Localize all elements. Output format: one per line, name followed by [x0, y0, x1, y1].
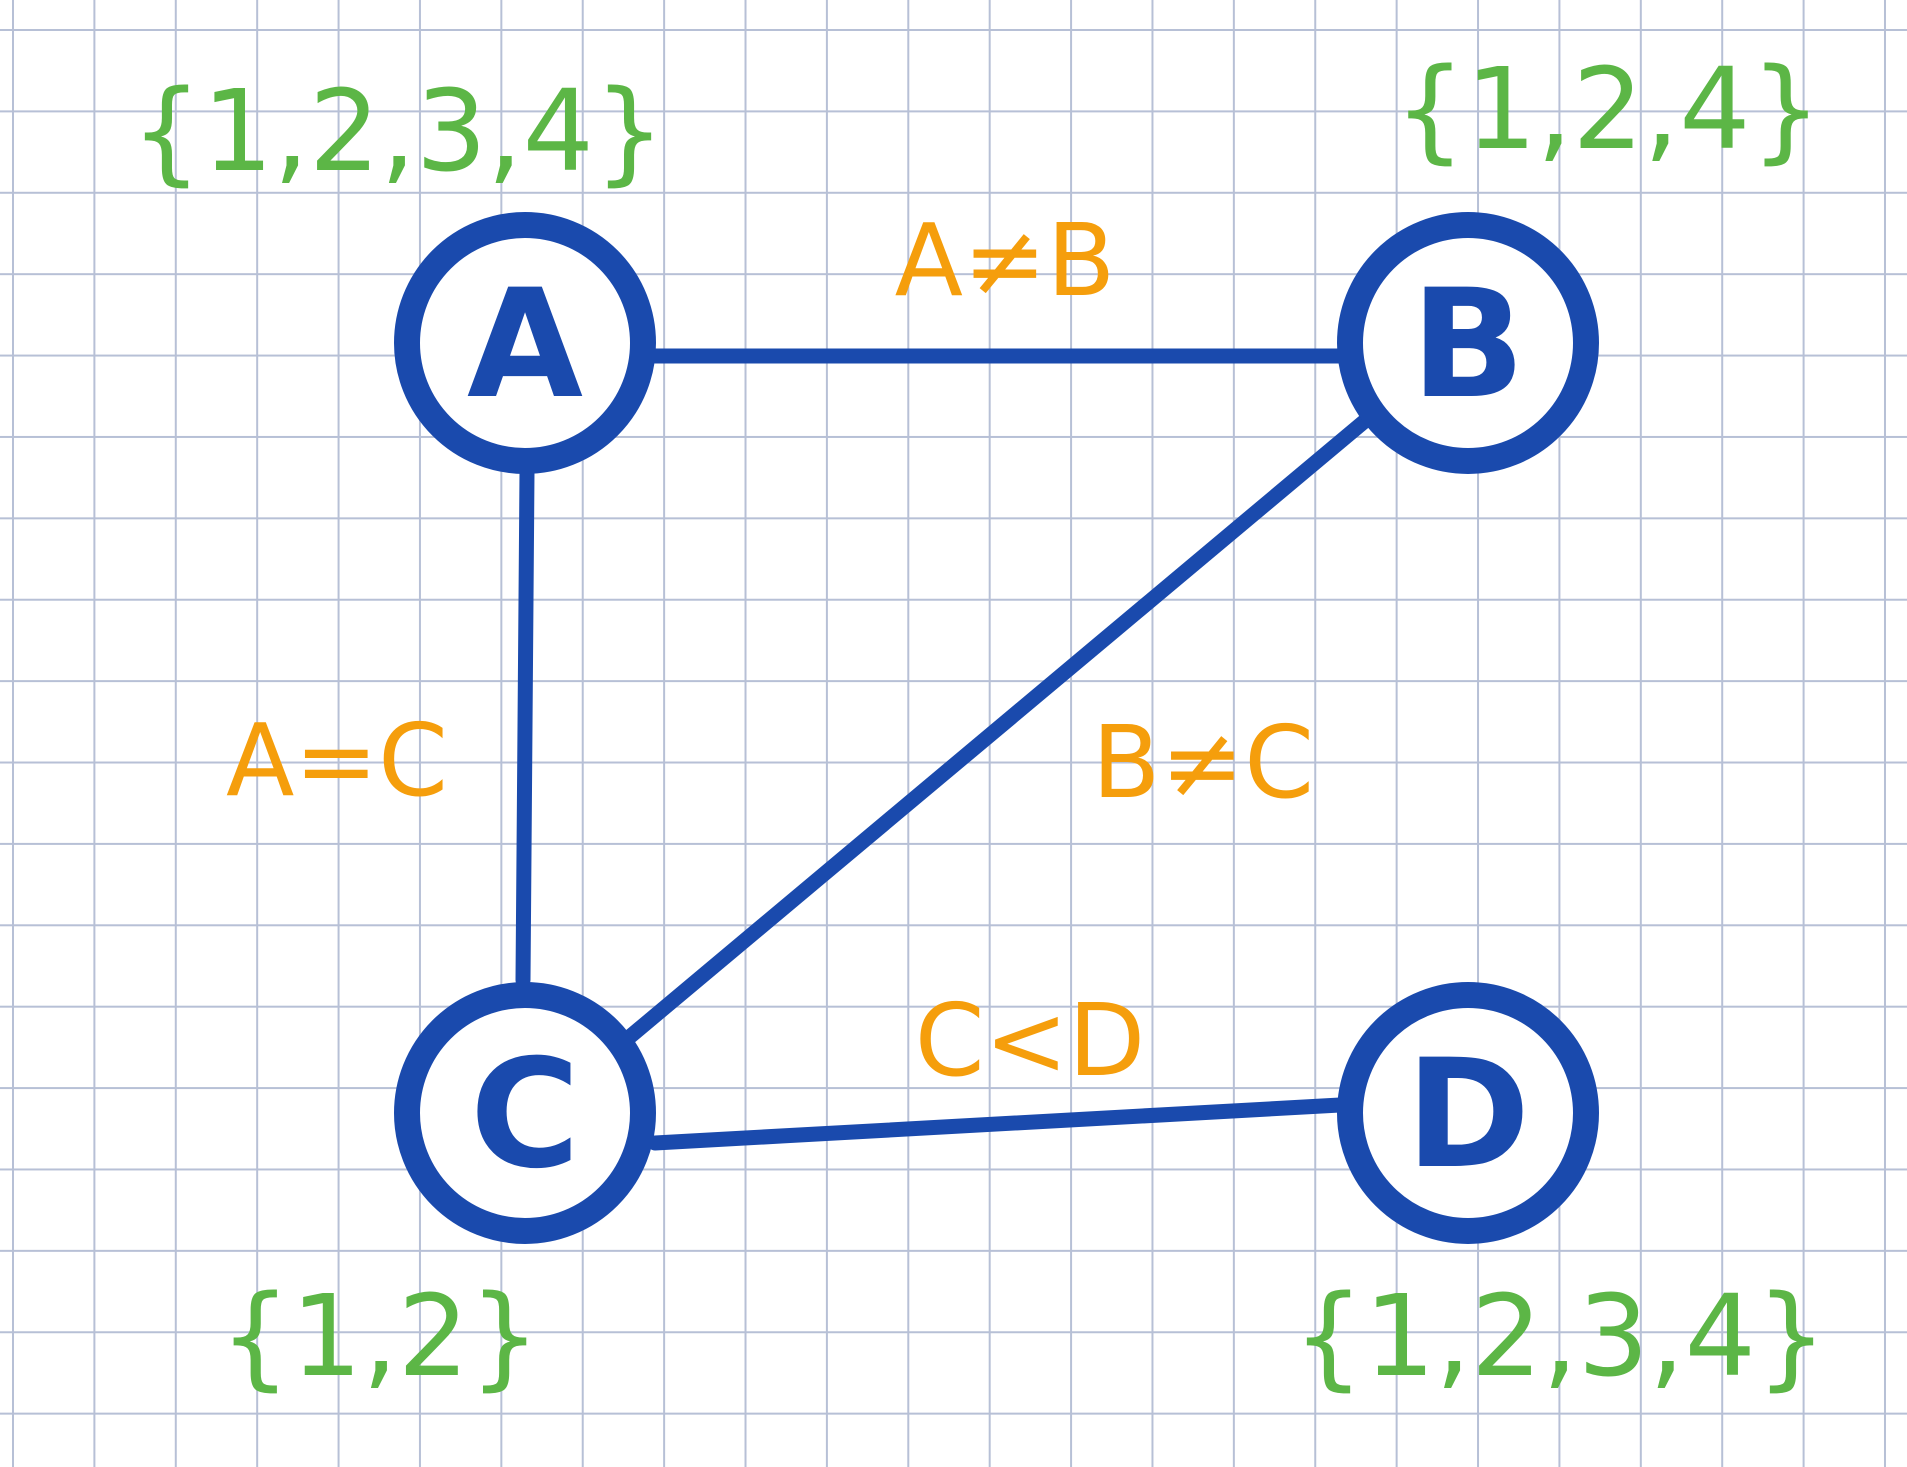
node-b-label: B — [1411, 258, 1525, 432]
constraint-label-a-c: A=C — [226, 702, 448, 819]
node-a: A — [394, 212, 656, 474]
node-c-label: C — [470, 1028, 580, 1202]
edges — [515, 348, 1380, 1151]
node-b: B — [1337, 212, 1599, 474]
domain-label-a: {1,2,3,4} — [131, 67, 665, 197]
constraint-label-c-d: C<D — [915, 982, 1146, 1099]
constraint-label-a-b: A≠B — [895, 202, 1116, 319]
node-c-circle — [394, 982, 656, 1244]
domain-labels: {1,2,3,4} {1,2,4} {1,2} {1,2,3,4} — [131, 45, 1827, 1402]
edge-a-c — [515, 464, 535, 988]
node-a-circle — [394, 212, 656, 474]
constraint-label-b-c: B≠C — [1092, 704, 1314, 821]
edge-c-d — [647, 1097, 1348, 1151]
domain-label-b: {1,2,4} — [1394, 45, 1822, 175]
node-a-label: A — [467, 258, 583, 432]
edge-b-c — [612, 407, 1380, 1053]
node-d: D — [1337, 982, 1599, 1244]
node-c: C — [394, 982, 656, 1244]
node-b-circle — [1337, 212, 1599, 474]
node-d-circle — [1337, 982, 1599, 1244]
constraint-labels: A≠B A=C B≠C C<D — [226, 202, 1314, 1099]
domain-label-d: {1,2,3,4} — [1293, 1272, 1827, 1402]
domain-label-c: {1,2} — [220, 1272, 541, 1402]
node-d-label: D — [1406, 1028, 1531, 1202]
